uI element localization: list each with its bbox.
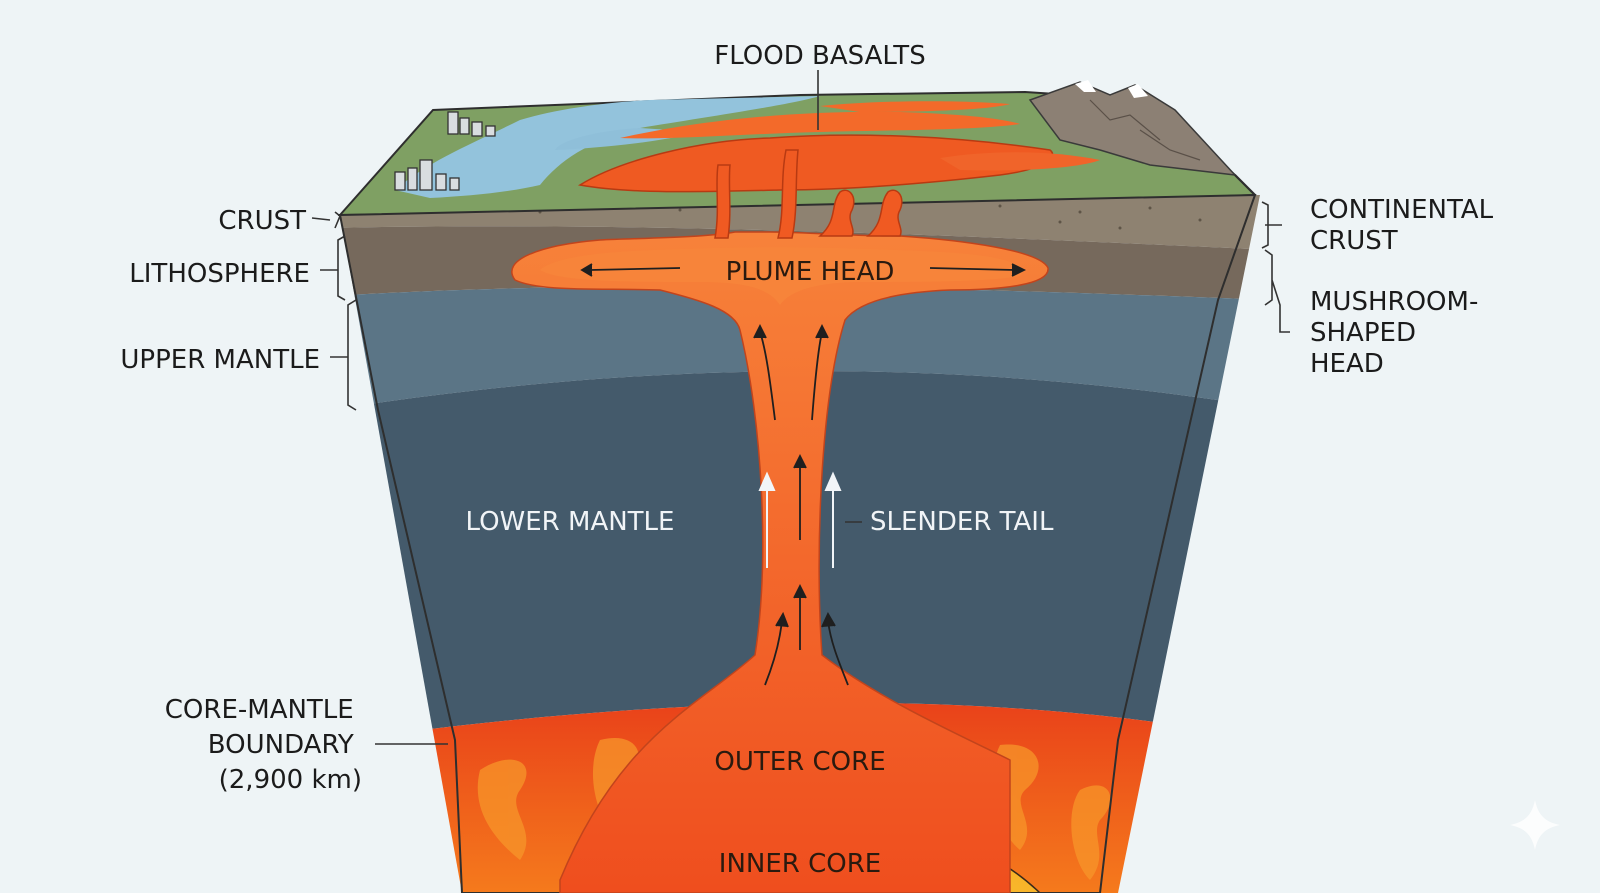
label-plume-head: PLUME HEAD	[726, 257, 895, 287]
surface-top	[337, 80, 1258, 217]
plume-flow-arrows	[580, 263, 1027, 686]
label-mushroom-head: MUSHROOM- SHAPED HEAD	[1310, 287, 1487, 379]
mantle-plume	[511, 149, 1049, 893]
label-continental-crust: CONTINENTAL CRUST	[1310, 195, 1501, 256]
leader-lines	[311, 70, 1290, 745]
label-lower-mantle: LOWER MANTLE	[466, 507, 675, 537]
sparkle-icon	[1510, 800, 1560, 850]
label-inner-core: INNER CORE	[719, 849, 881, 879]
label-upper-mantle: UPPER MANTLE	[120, 345, 320, 375]
mountain-icon	[1028, 80, 1237, 176]
city-icon	[394, 111, 496, 191]
label-lithosphere: LITHOSPHERE	[129, 259, 310, 289]
label-core-mantle-boundary: CORE-MANTLE BOUNDARY (2,900 km)	[165, 695, 362, 795]
label-crust: CRUST	[218, 206, 306, 236]
label-flood-basalts: FLOOD BASALTS	[714, 41, 925, 71]
magma-conduits	[714, 149, 903, 239]
block-outline	[338, 193, 1257, 893]
river-water	[395, 96, 820, 198]
arrow-up-icon	[758, 471, 842, 568]
plume-tail	[511, 231, 1049, 893]
label-slender-tail: SLENDER TAIL	[870, 507, 1054, 537]
label-outer-core: OUTER CORE	[714, 747, 885, 777]
